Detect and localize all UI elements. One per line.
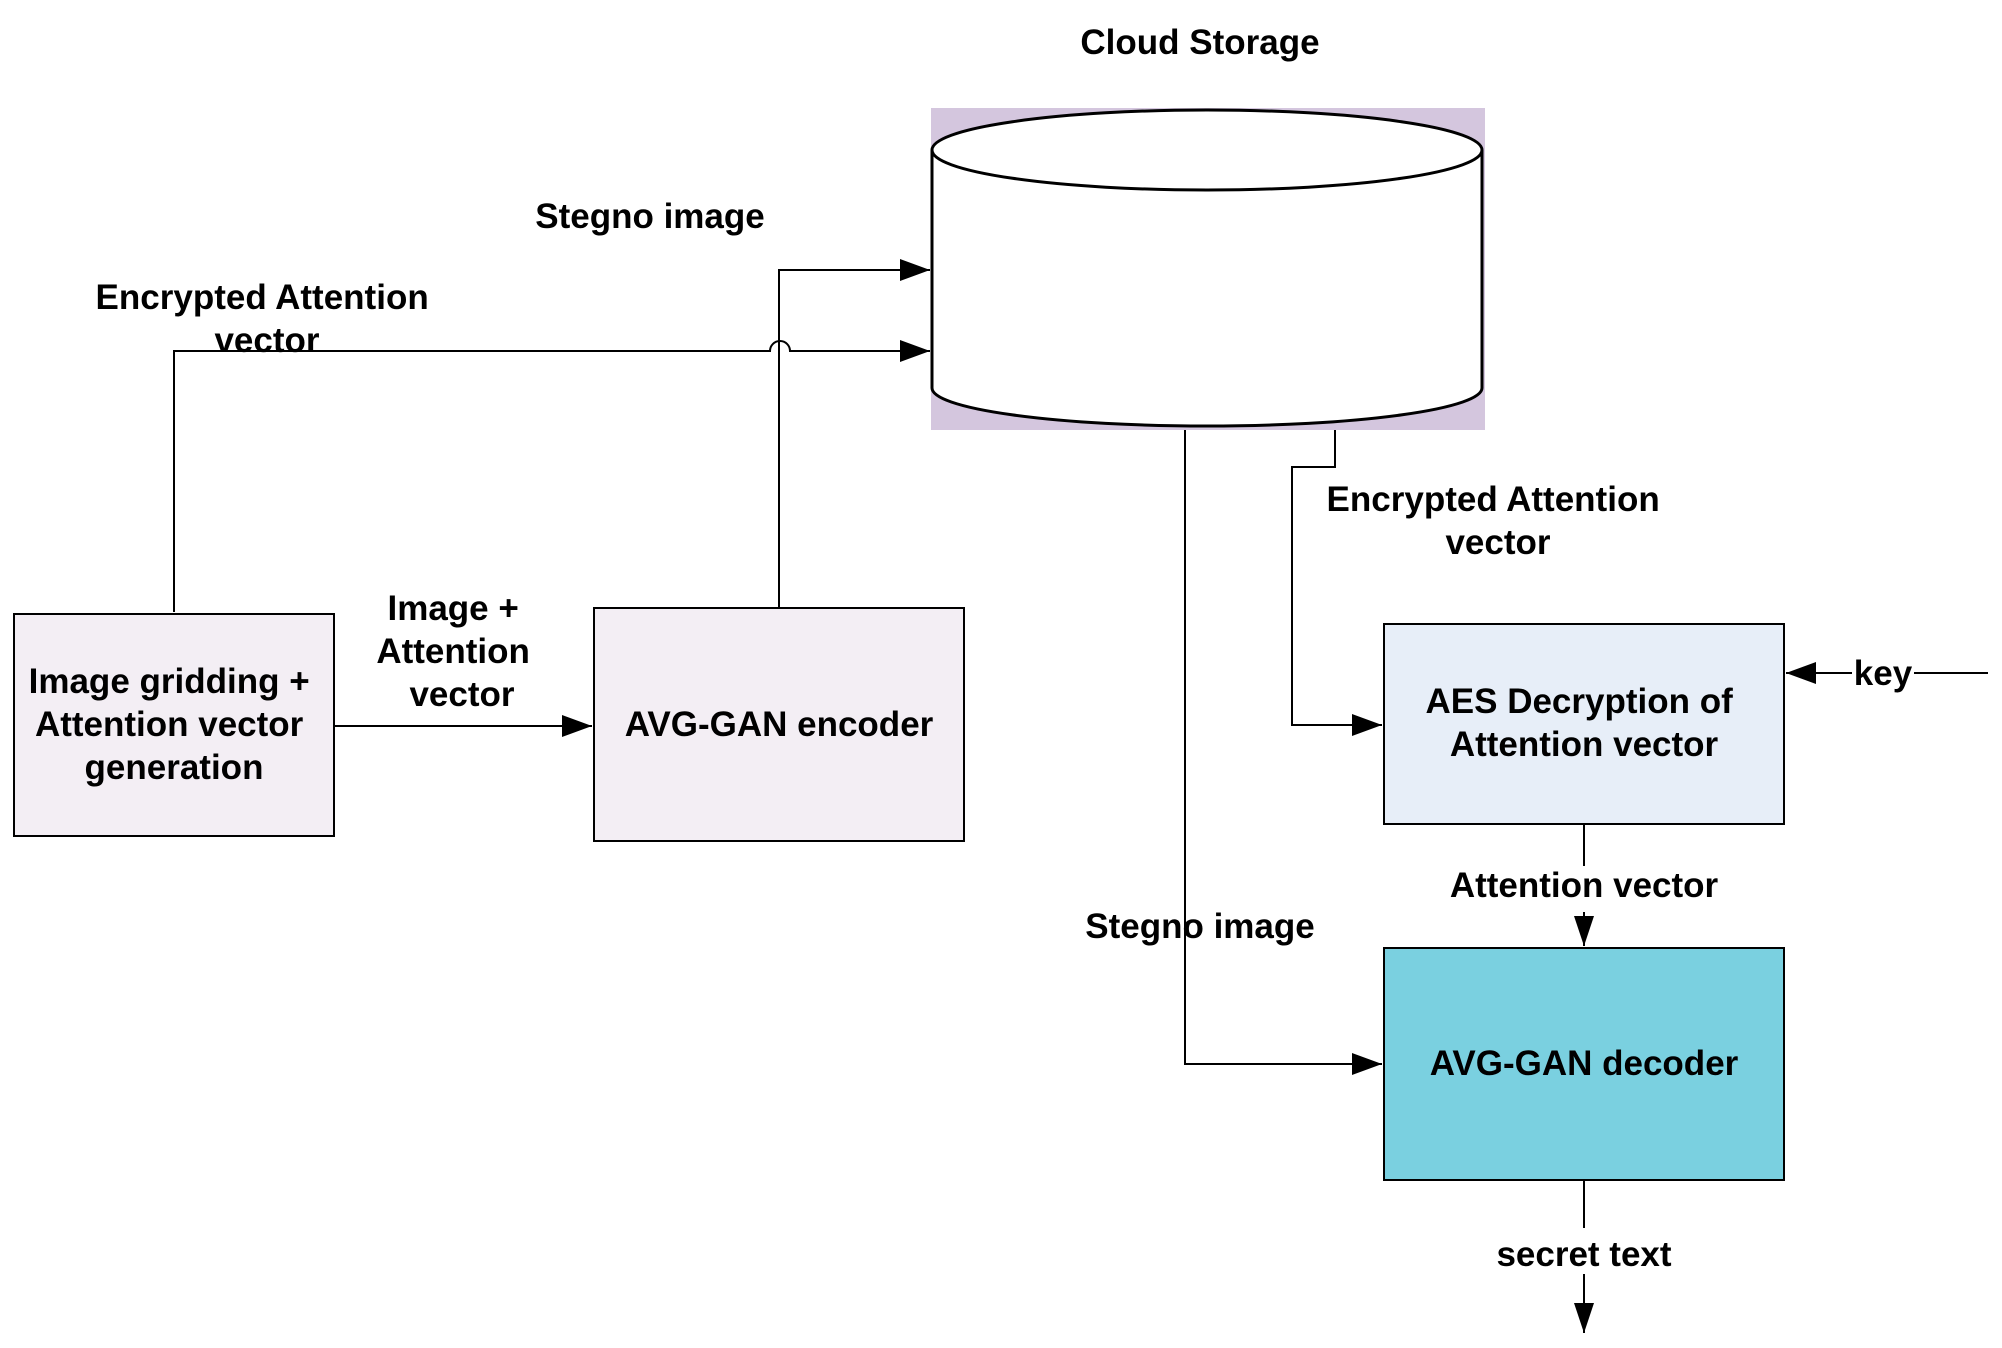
image-attention-line-2: Attention xyxy=(376,632,530,671)
encrypted-attention-top-line-2: vector xyxy=(214,321,319,360)
encrypted-attention-right-line-1: Encrypted Attention xyxy=(1327,480,1660,519)
decryption-box xyxy=(1383,623,1785,825)
decryption-line-2: Attention vector xyxy=(1450,725,1719,764)
stegno-image-label-top: Stegno image xyxy=(535,197,764,236)
storage-to-decoder-arrow xyxy=(1184,430,1382,1075)
cloud-storage-body xyxy=(930,150,1484,428)
gridding-to-storage-arrow xyxy=(173,340,930,612)
cloud-storage-title: Cloud Storage xyxy=(1080,23,1319,62)
encoder-to-storage-arrow xyxy=(778,259,930,608)
gridding-line-1: Image gridding + xyxy=(29,662,310,701)
attention-vector-label: Attention vector xyxy=(1450,866,1719,905)
stegno-image-label-bottom: Stegno image xyxy=(1085,907,1314,946)
decryption-box-text: AES Decryption of Attention vector xyxy=(1426,682,1743,764)
encoder-box-text: AVG-GAN encoder xyxy=(625,705,934,744)
encrypted-attention-label-right: Encrypted Attention vector xyxy=(1327,480,1670,562)
encrypted-attention-right-line-2: vector xyxy=(1445,523,1550,562)
cloud-storage-top xyxy=(930,108,1484,192)
gridding-line-3: generation xyxy=(85,748,264,787)
image-attention-label: Image + Attention vector xyxy=(376,589,539,714)
decoder-box xyxy=(1383,947,1785,1181)
gridding-box-text: Image gridding + Attention vector genera… xyxy=(29,662,320,787)
gridding-line-2: Attention vector xyxy=(35,705,304,744)
decoder-box-text: AVG-GAN decoder xyxy=(1430,1044,1739,1083)
decryption-line-1: AES Decryption of xyxy=(1426,682,1734,721)
secret-text-label: secret text xyxy=(1496,1235,1671,1274)
storage-to-decryption-arrow xyxy=(1291,430,1382,736)
image-attention-line-3: vector xyxy=(409,675,514,714)
image-attention-line-1: Image + xyxy=(387,589,518,628)
gridding-box xyxy=(13,613,335,837)
cloud-storage-database xyxy=(930,108,1485,430)
encrypted-attention-label-top: Encrypted Attention vector xyxy=(96,278,439,360)
decoder-line-1: AVG-GAN decoder xyxy=(1430,1044,1739,1083)
encrypted-attention-top-line-1: Encrypted Attention xyxy=(96,278,429,317)
encoder-line-1: AVG-GAN encoder xyxy=(625,705,934,744)
key-label: key xyxy=(1854,654,1913,693)
